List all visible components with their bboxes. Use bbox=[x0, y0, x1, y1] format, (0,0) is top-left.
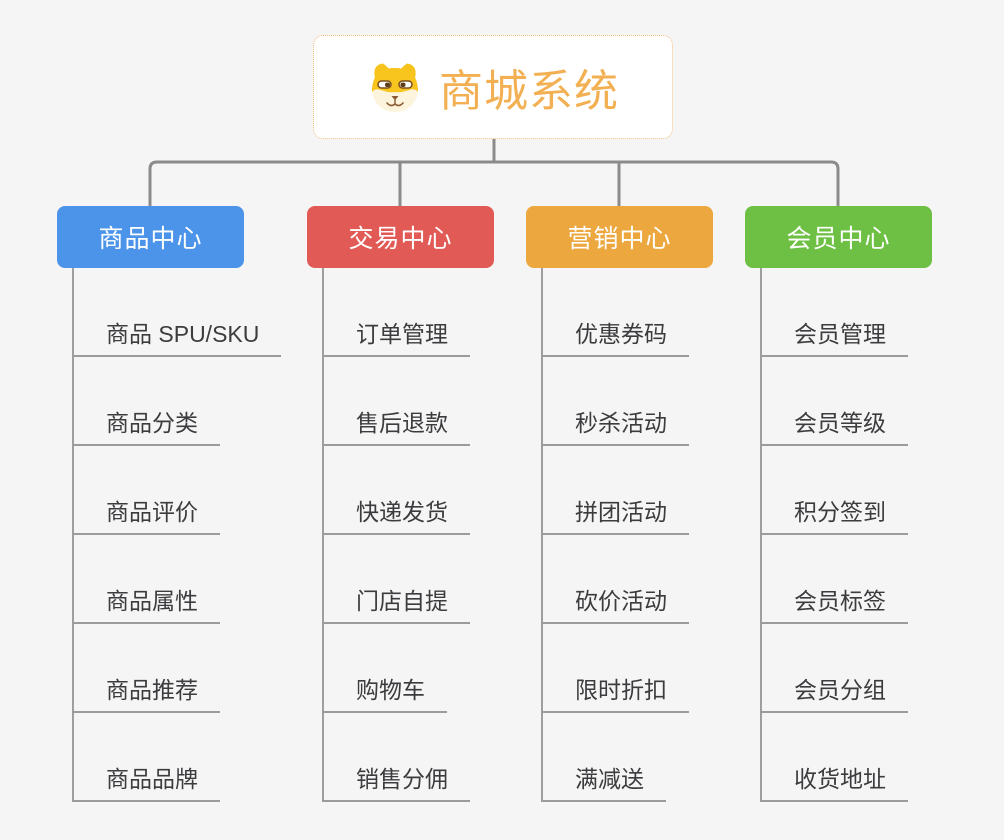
leaf-topic[interactable]: 订单管理 bbox=[322, 315, 470, 357]
dog-icon bbox=[372, 63, 418, 112]
branch-topic-marketing[interactable]: 营销中心 bbox=[526, 206, 713, 268]
branch4-trunk-line bbox=[760, 268, 762, 802]
leaf-topic[interactable]: 会员等级 bbox=[760, 404, 908, 446]
leaf-topic[interactable]: 会员分组 bbox=[760, 671, 908, 713]
leaf-topic[interactable]: 快递发货 bbox=[322, 493, 470, 535]
branch2-trunk-line bbox=[322, 268, 324, 802]
leaf-topic[interactable]: 销售分佣 bbox=[322, 760, 470, 802]
leaf-topic[interactable]: 商品推荐 bbox=[72, 671, 220, 713]
leaf-topic[interactable]: 售后退款 bbox=[322, 404, 470, 446]
leaf-topic[interactable]: 门店自提 bbox=[322, 582, 470, 624]
leaf-topic[interactable]: 拼团活动 bbox=[541, 493, 689, 535]
leaf-topic[interactable]: 商品 SPU/SKU bbox=[72, 315, 282, 357]
leaf-topic[interactable]: 优惠券码 bbox=[541, 315, 689, 357]
root-topic-title: 商城系统 bbox=[439, 67, 619, 116]
branch1-trunk-line bbox=[72, 268, 74, 802]
leaf-topic[interactable]: 商品评价 bbox=[72, 493, 220, 535]
root-topic[interactable]: 商城系统 bbox=[313, 35, 673, 139]
branch-topic-products[interactable]: 商品中心 bbox=[57, 206, 244, 268]
leaf-topic[interactable]: 收货地址 bbox=[760, 760, 908, 802]
leaf-topic[interactable]: 秒杀活动 bbox=[541, 404, 689, 446]
leaf-topic[interactable]: 会员管理 bbox=[760, 315, 908, 357]
leaf-topic[interactable]: 商品分类 bbox=[72, 404, 220, 446]
leaf-topic[interactable]: 会员标签 bbox=[760, 582, 908, 624]
leaf-topic[interactable]: 商品品牌 bbox=[72, 760, 220, 802]
leaf-topic[interactable]: 商品属性 bbox=[72, 582, 220, 624]
leaf-topic[interactable]: 满减送 bbox=[541, 760, 666, 802]
leaf-topic[interactable]: 购物车 bbox=[322, 671, 447, 713]
branch3-trunk-line bbox=[541, 268, 543, 802]
branch-topic-trade[interactable]: 交易中心 bbox=[307, 206, 494, 268]
leaf-topic[interactable]: 积分签到 bbox=[760, 493, 908, 535]
branch-topic-members[interactable]: 会员中心 bbox=[745, 206, 932, 268]
leaf-topic[interactable]: 限时折扣 bbox=[541, 671, 689, 713]
leaf-topic[interactable]: 砍价活动 bbox=[541, 582, 689, 624]
bus-line bbox=[148, 160, 840, 206]
